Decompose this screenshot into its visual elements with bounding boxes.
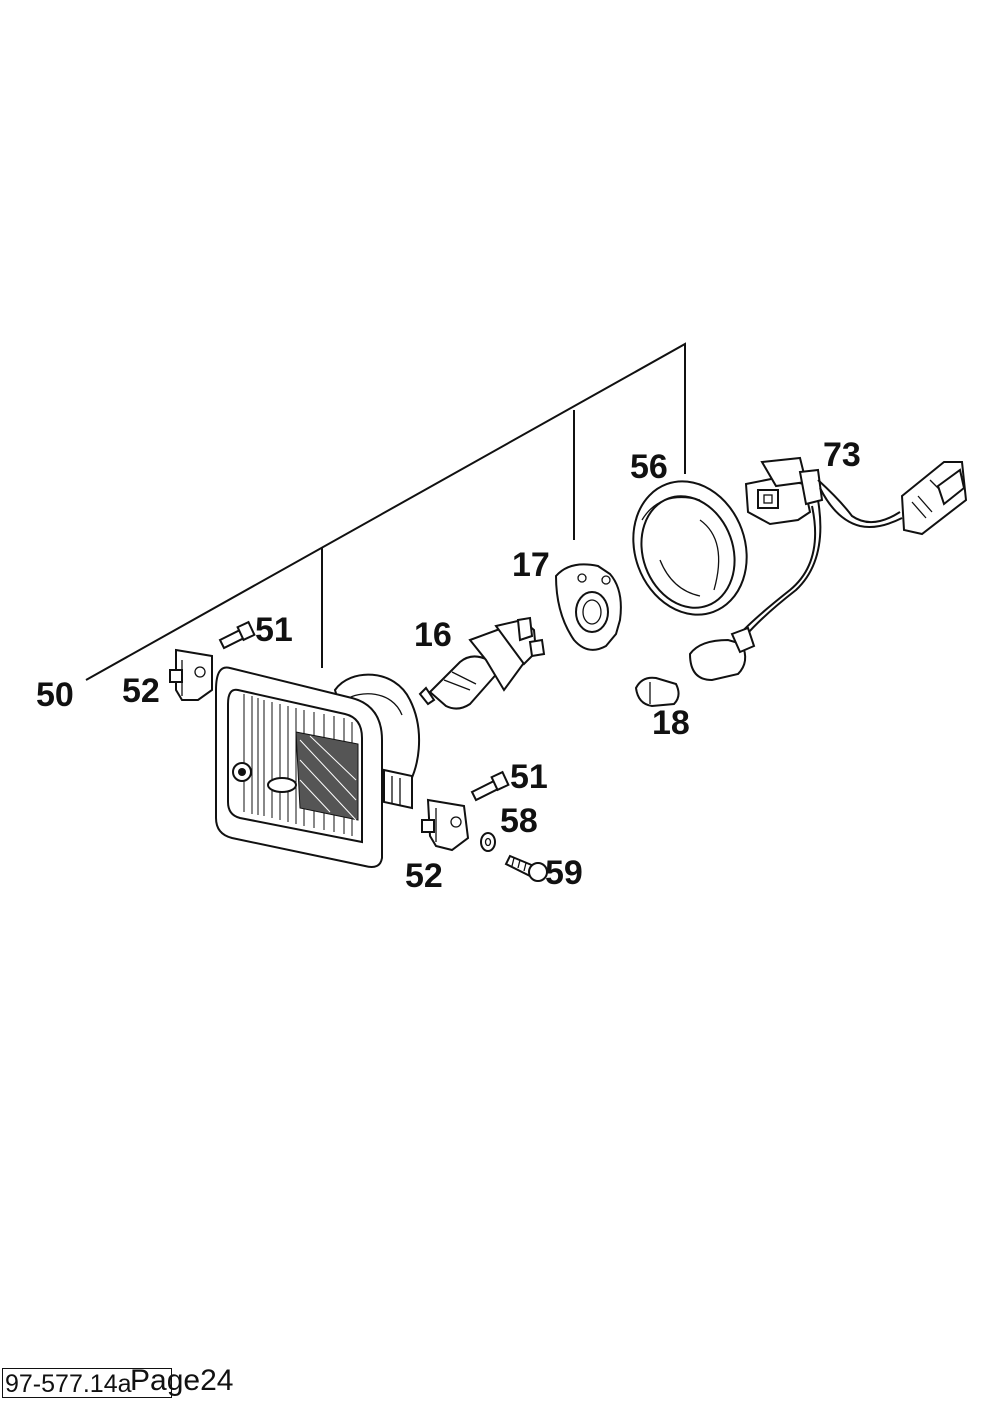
callout-18: 18 bbox=[652, 704, 690, 742]
bulb-h4 bbox=[418, 616, 546, 710]
drawing-code: 97-577.14a bbox=[2, 1368, 172, 1398]
callout-59: 59 bbox=[545, 854, 583, 892]
headlight-housing bbox=[215, 666, 421, 868]
leader-lines bbox=[85, 342, 686, 681]
bracket-lower bbox=[421, 798, 470, 852]
callout-56: 56 bbox=[630, 448, 668, 486]
rubber-boot bbox=[632, 480, 748, 616]
adjusting-screw bbox=[504, 854, 548, 882]
callout-52-lower: 52 bbox=[405, 857, 443, 895]
callout-51-lower: 51 bbox=[510, 758, 548, 796]
bracket-upper bbox=[169, 648, 213, 701]
retaining-ring bbox=[554, 563, 622, 651]
callout-50: 50 bbox=[36, 676, 74, 714]
wiring-harness bbox=[688, 456, 968, 682]
small-bulb bbox=[634, 676, 680, 708]
callout-51-upper: 51 bbox=[255, 611, 293, 649]
screw-lower bbox=[470, 770, 510, 802]
screw-upper bbox=[218, 620, 256, 650]
callout-58: 58 bbox=[500, 802, 538, 840]
callout-labels: 50 52 51 16 17 56 73 18 51 58 52 59 bbox=[36, 436, 861, 895]
callout-16: 16 bbox=[414, 616, 452, 654]
washer bbox=[480, 832, 496, 852]
page-number: Page24 bbox=[130, 1364, 234, 1397]
callout-52-upper: 52 bbox=[122, 672, 160, 710]
callout-73: 73 bbox=[823, 436, 861, 474]
callout-17: 17 bbox=[512, 546, 550, 584]
